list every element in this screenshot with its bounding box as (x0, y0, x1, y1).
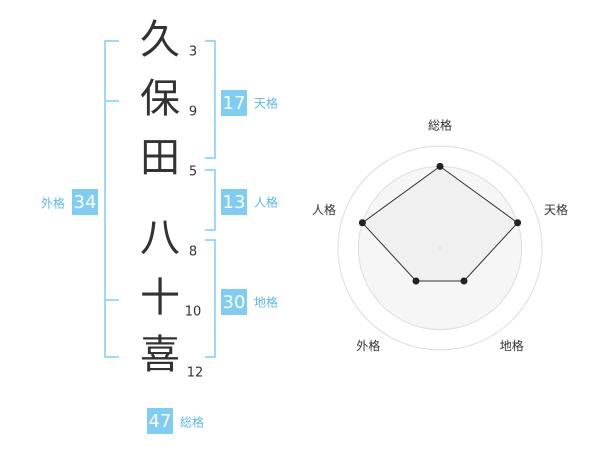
stroke-count-3: 5 (189, 165, 197, 180)
radar-axis-label-4: 外格 (356, 338, 380, 353)
jinkaku-value: 13 (223, 192, 246, 213)
name-char-5: 十 (140, 275, 180, 321)
tenkaku-badge: 17 天格 (221, 90, 278, 116)
radar-point-4 (412, 277, 420, 285)
name-char-3: 田 (140, 135, 180, 181)
radar-point-1 (436, 162, 444, 170)
tenkaku-bracket (205, 40, 216, 159)
stroke-count-4: 8 (189, 245, 197, 260)
gaikaku-bracket (104, 40, 119, 358)
chikaku-value: 30 (223, 292, 246, 313)
stroke-count-2: 9 (189, 105, 197, 120)
tenkaku-value: 17 (223, 93, 246, 114)
radar-point-5 (358, 219, 366, 227)
name-char-6: 喜 (140, 332, 180, 378)
jinkaku-label: 人格 (254, 195, 278, 210)
soukaku-label: 総格 (180, 415, 204, 430)
jinkaku-bracket (205, 169, 216, 231)
radar-axis-label-5: 人格 (312, 202, 336, 217)
radar-point-2 (514, 219, 522, 227)
gaikaku-label: 外格 (41, 196, 65, 211)
radar-points (358, 162, 522, 285)
stroke-count-5: 10 (185, 305, 202, 320)
soukaku-value: 47 (149, 411, 172, 432)
gaikaku-badge: 外格 34 (41, 189, 98, 215)
jinkaku-badge: 13 人格 (221, 189, 278, 215)
radar-axis-label-3: 地格 (500, 338, 524, 353)
chikaku-bracket (205, 239, 216, 358)
stroke-count-6: 12 (187, 366, 204, 381)
radar-ring-5 (337, 145, 543, 351)
soukaku-badge: 47 総格 (147, 408, 204, 434)
tenkaku-label: 天格 (254, 96, 278, 111)
name-char-2: 保 (140, 76, 180, 122)
chikaku-label: 地格 (254, 295, 278, 310)
radar-point-3 (460, 277, 468, 285)
brackets (104, 40, 216, 358)
radar-axis-label-2: 天格 (544, 202, 568, 217)
stroke-count-1: 3 (189, 45, 197, 60)
name-char-4: 八 (140, 215, 180, 261)
radar-axis-label-1: 総格 (428, 118, 452, 133)
name-column: 久 保 田 八 十 喜 3 9 5 8 10 12 (140, 17, 203, 381)
radar-polygon (361, 165, 519, 282)
chikaku-badge: 30 地格 (221, 289, 278, 315)
gaikaku-value: 34 (74, 192, 97, 213)
name-char-1: 久 (140, 17, 180, 63)
